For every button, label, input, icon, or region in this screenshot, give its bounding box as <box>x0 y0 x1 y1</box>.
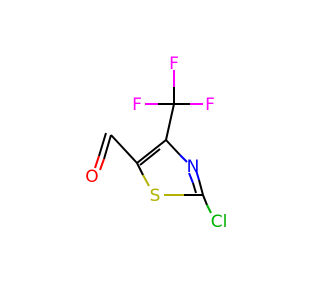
bond-n3-c2 <box>195 169 200 181</box>
bond-c4-n3-b <box>179 154 188 163</box>
atom-f-top: F <box>169 54 179 74</box>
bonds <box>94 70 212 214</box>
bond-cho-o <box>103 134 112 160</box>
atom-o: O <box>85 167 98 187</box>
molecule-structure: F F F O N S Cl <box>85 54 227 232</box>
bond-c5-cho <box>110 134 138 164</box>
atom-cl: Cl <box>211 212 228 232</box>
bond-cho-o-b <box>99 158 105 171</box>
atom-s: S <box>150 186 161 206</box>
atom-f-right: F <box>205 95 215 115</box>
bond-c4-c5 <box>136 139 167 164</box>
bond-cf3-c4 <box>165 103 175 141</box>
bond-s1-c5 <box>142 174 150 187</box>
atom-f-left: F <box>132 95 142 115</box>
bond-s1-c5-b <box>136 162 144 176</box>
bond-c2-cl-b <box>206 204 212 214</box>
bond-cho-o-inner-b <box>94 155 100 169</box>
bond-cho-o-inner <box>98 132 107 157</box>
atom-labels: F F F O N S Cl <box>85 54 227 232</box>
bond-n3-c2-inner <box>188 172 194 184</box>
bond-n3-c2-b <box>198 179 204 196</box>
atom-n: N <box>187 157 200 177</box>
bond-c4-n3 <box>165 139 181 156</box>
bond-n3-c2-inner-b <box>192 182 197 194</box>
bond-c4-c5-inner <box>139 148 161 166</box>
bond-c2-cl <box>202 194 208 206</box>
